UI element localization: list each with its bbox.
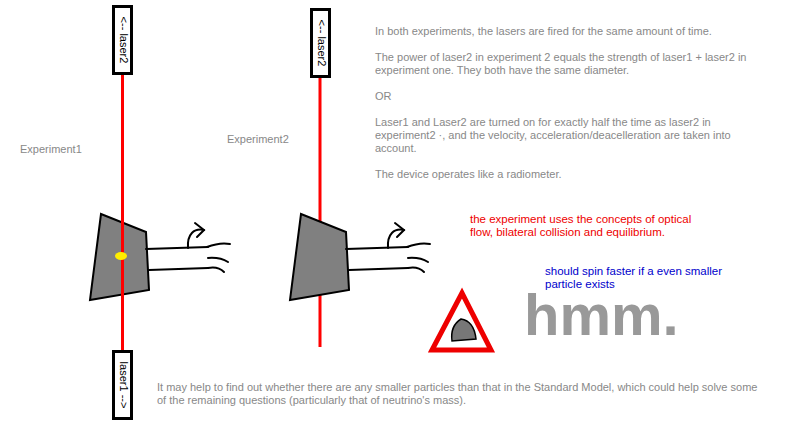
radiometer-device (290, 214, 430, 300)
note-text: Laser1 and Laser2 are turned on for exac… (375, 116, 747, 155)
device-arm (346, 247, 408, 249)
notes-column: In both experiments, the lasers are fire… (375, 25, 747, 194)
handwritten-note: hmm. (524, 284, 679, 346)
laser-box: <-- laser2 (310, 8, 331, 78)
note-text: The power of laser2 in experiment 2 equa… (375, 51, 747, 77)
note-text: In both experiments, the lasers are fire… (375, 25, 747, 38)
note-text: The device operates like a radiometer. (375, 168, 747, 181)
laser-label: <-- laser2 (314, 20, 327, 67)
laser-label: <-- laser2 (116, 17, 129, 64)
rock-symbol (452, 319, 476, 341)
device-hand (408, 268, 424, 273)
device-arm (349, 268, 408, 270)
laser-box: laser1 --> (112, 350, 133, 420)
red-note: the experiment uses the concepts of opti… (470, 213, 698, 239)
note-text: OR (375, 90, 747, 103)
device-hand (207, 243, 230, 247)
device-hand (208, 258, 228, 262)
spin-arrow (195, 223, 204, 237)
device-hand (208, 268, 224, 273)
footnote: It may help to find out whether there ar… (157, 381, 767, 407)
device-arm (146, 247, 208, 249)
impact-dot (115, 252, 127, 260)
laser-beam (319, 40, 322, 347)
laser-beam (121, 75, 124, 350)
laser-label: laser1 --> (116, 362, 129, 409)
device-hand (408, 258, 428, 262)
warning-triangle (432, 293, 491, 350)
device-body (290, 214, 349, 300)
device-hand (407, 243, 430, 247)
radiometer-device (90, 214, 230, 300)
laser-box: <-- laser2 (112, 5, 133, 75)
device-body (90, 214, 149, 300)
experiment-label: Experiment2 (227, 133, 289, 146)
device-arm (149, 268, 208, 270)
experiment-label: Experiment1 (20, 143, 82, 156)
spin-arrow (395, 223, 404, 237)
